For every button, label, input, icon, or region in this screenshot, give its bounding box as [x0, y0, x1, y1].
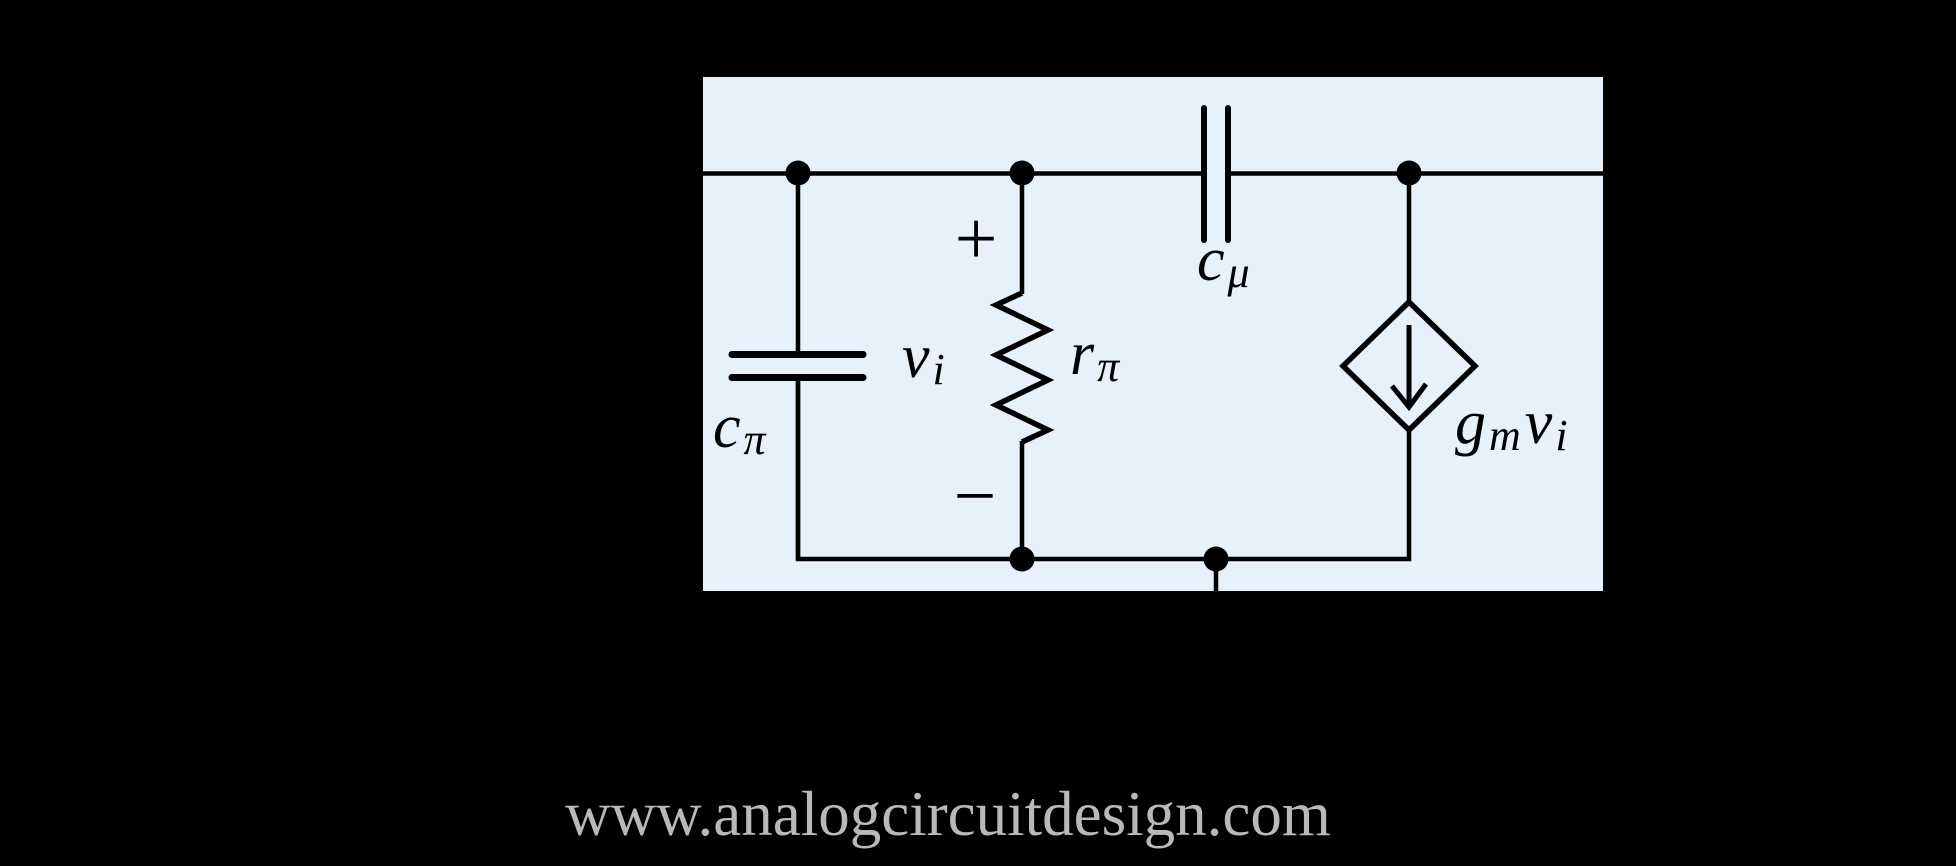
label-c-mu: cμ — [1197, 229, 1250, 295]
node-dot-bottom-ground — [1203, 546, 1229, 572]
label-c-mu-sub: μ — [1227, 248, 1250, 297]
label-gm-vi: gmvi — [1455, 392, 1568, 458]
label-c-pi: cπ — [713, 396, 766, 462]
plus-sign: + — [954, 197, 998, 281]
label-r-pi-sub: π — [1097, 342, 1120, 391]
current-source-arrowhead — [1390, 382, 1429, 412]
circuit-panel — [703, 77, 1603, 591]
label-c-pi-sub: π — [743, 415, 766, 464]
label-v-i-base: v — [902, 323, 930, 391]
label-r-pi: rπ — [1070, 323, 1119, 389]
resistor-rpi-zigzag — [989, 290, 1055, 445]
minus-sign: − — [953, 454, 997, 538]
label-gm-vi-m: m — [1489, 411, 1521, 460]
label-r-pi-base: r — [1070, 320, 1095, 388]
node-dot-top-middle — [1009, 160, 1035, 186]
label-c-mu-base: c — [1197, 226, 1225, 294]
node-dot-bottom-rpi — [1009, 546, 1035, 572]
label-gm-vi-i: i — [1555, 411, 1568, 460]
node-dot-top-left — [785, 160, 811, 186]
watermark-text: www.analogcircuitdesign.com — [565, 779, 1331, 849]
label-v-i: vi — [902, 326, 945, 392]
node-dot-top-right — [1396, 160, 1422, 186]
label-c-pi-base: c — [713, 393, 741, 461]
label-v-i-sub: i — [932, 345, 945, 394]
wire-bottom-rail — [795, 381, 1412, 562]
label-gm-vi-g: g — [1455, 389, 1486, 457]
dependent-current-source-diamond — [1339, 298, 1479, 434]
label-gm-vi-v: v — [1524, 389, 1553, 457]
